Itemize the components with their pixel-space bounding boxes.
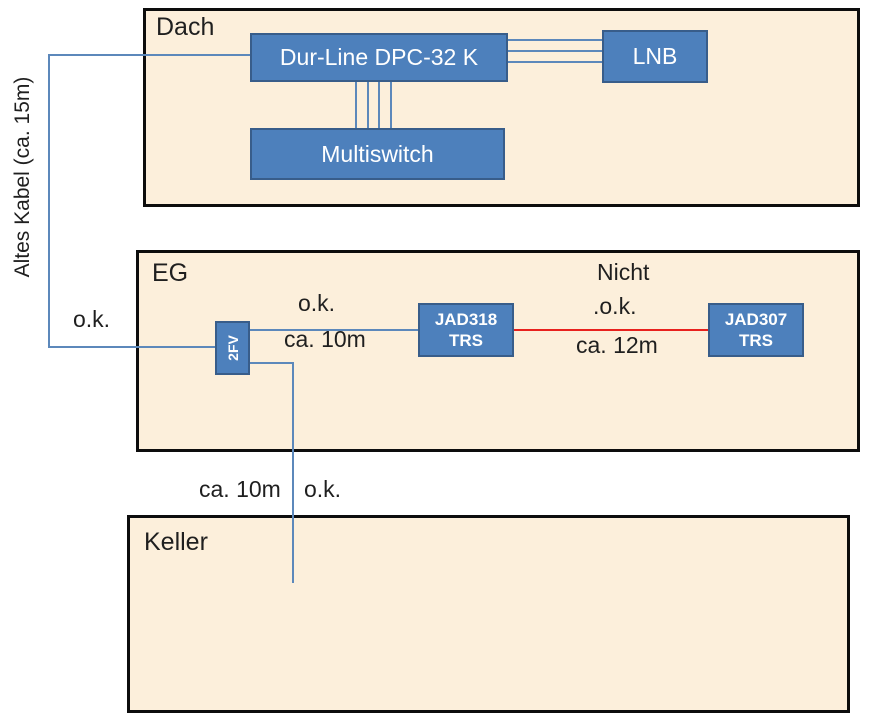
panel-label-keller: Keller (144, 528, 208, 556)
node-jad318-label-line2: TRS (449, 331, 483, 350)
node-jad318-label-line1: JAD318 (434, 309, 498, 329)
node-jad318-trs: JAD318 TRS (418, 303, 514, 357)
cable-durline-multiswitch-4 (390, 81, 392, 129)
node-jad307-label-line2: TRS (739, 331, 773, 350)
node-multiswitch-label: Multiswitch (321, 140, 434, 167)
cable-eg-to-keller-vertical (292, 362, 294, 583)
cable-left-to-2fv (48, 346, 215, 348)
node-multiswitch: Multiswitch (250, 128, 505, 180)
node-jad307-label-line1: JAD307 (724, 309, 788, 329)
cable-2fv-to-jad318 (249, 329, 418, 331)
cable-durline-lnb-3 (506, 61, 602, 63)
node-lnb-label: LNB (632, 43, 678, 69)
cable-durline-lnb-2 (506, 50, 602, 52)
node-durline-dpc32k: Dur-Line DPC-32 K (250, 33, 508, 82)
node-2fv-splitter: 2FV (215, 321, 250, 375)
panel-keller (127, 515, 850, 713)
cable-durline-lnb-1 (506, 39, 602, 41)
cable-durline-to-left (48, 54, 250, 56)
cable-altes-kabel-vertical (48, 54, 50, 348)
cable-durline-multiswitch-1 (355, 81, 357, 129)
label-nicht-ok: .o.k. (593, 293, 637, 319)
node-2fv-label: 2FV (224, 335, 241, 361)
label-nicht: Nicht (597, 259, 650, 285)
label-eg-length: ca. 10m (284, 326, 366, 352)
label-keller-ok: o.k. (304, 476, 342, 502)
label-nicht-length: ca. 12m (576, 332, 658, 358)
node-durline-label: Dur-Line DPC-32 K (279, 44, 479, 70)
label-ok-left: o.k. (73, 306, 111, 332)
node-jad307-trs: JAD307 TRS (708, 303, 804, 357)
cable-durline-multiswitch-2 (367, 81, 369, 129)
node-lnb: LNB (602, 30, 708, 83)
cable-2fv-down-horizontal (249, 362, 293, 364)
label-eg-ok: o.k. (298, 290, 336, 316)
label-altes-kabel: Altes Kabel (ca. 15m) (11, 76, 34, 278)
label-keller-length: ca. 10m (199, 476, 281, 502)
panel-label-dach: Dach (156, 13, 215, 41)
cable-durline-multiswitch-3 (378, 81, 380, 129)
panel-label-eg: EG (152, 259, 189, 287)
cable-jad318-to-jad307-red (514, 329, 708, 331)
